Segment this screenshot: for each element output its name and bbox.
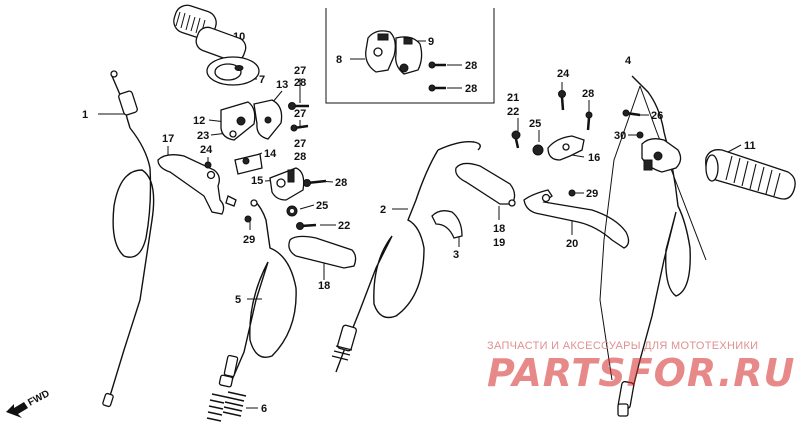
watermark-logo: PARTSFOR.RU bbox=[487, 351, 796, 395]
cap-29-right bbox=[568, 189, 576, 197]
callout-18a: 18 bbox=[318, 280, 330, 292]
callout-13: 13 bbox=[276, 79, 288, 91]
lever-17 bbox=[157, 154, 237, 215]
callout-20: 20 bbox=[566, 238, 578, 250]
callout-24a: 24 bbox=[200, 144, 213, 156]
callout-28b: 28 bbox=[294, 151, 306, 163]
throttle-grip-10 bbox=[173, 4, 247, 63]
spring-6 bbox=[206, 391, 247, 422]
callout-28d: 28 bbox=[465, 60, 477, 72]
grip-11 bbox=[705, 149, 796, 200]
cable-1 bbox=[102, 70, 155, 408]
callout-26: 26 bbox=[651, 110, 663, 122]
callout-1: 1 bbox=[82, 109, 88, 121]
screw-28-right bbox=[585, 111, 593, 131]
lever-cover-18-19 bbox=[455, 162, 516, 207]
callout-7: 7 bbox=[259, 74, 265, 86]
callout-8: 8 bbox=[336, 54, 342, 66]
cable-5 bbox=[218, 199, 297, 388]
screw-24-small bbox=[204, 161, 212, 169]
inset-frame bbox=[325, 8, 495, 104]
cap-29 bbox=[244, 215, 252, 223]
callout-17: 17 bbox=[162, 133, 174, 145]
callout-9: 9 bbox=[428, 36, 434, 48]
housing-8 bbox=[365, 30, 396, 73]
callout-27a: 27 bbox=[294, 65, 306, 77]
screws-27-28 bbox=[288, 102, 327, 187]
callout-labels: 10 7 13 27 28 27 1 12 23 24 17 14 27 28 … bbox=[82, 31, 756, 415]
callout-14: 14 bbox=[264, 148, 277, 160]
callout-12: 12 bbox=[193, 115, 205, 127]
screws-28-inset bbox=[428, 61, 446, 92]
callout-4: 4 bbox=[625, 55, 632, 67]
fwd-label: FWD bbox=[26, 388, 51, 408]
callout-5: 5 bbox=[235, 294, 241, 306]
callout-6: 6 bbox=[261, 403, 267, 415]
callout-15: 15 bbox=[251, 175, 263, 187]
watermark-caption: ЗАПЧАСТИ И АКСЕССУАРЫ ДЛЯ МОТОТЕХНИКИ bbox=[487, 340, 759, 352]
housing-9 bbox=[395, 36, 423, 75]
lever-20 bbox=[523, 189, 630, 249]
cable-4 bbox=[617, 75, 691, 417]
bracket-frame-4 bbox=[599, 85, 707, 381]
callout-28f: 28 bbox=[582, 88, 594, 100]
callout-28c: 28 bbox=[335, 177, 347, 189]
callout-24b: 24 bbox=[557, 68, 570, 80]
nut-25-right bbox=[532, 144, 544, 156]
screw-30 bbox=[636, 131, 644, 139]
nut-25-bolt-22 bbox=[286, 205, 317, 230]
fwd-arrow-icon bbox=[6, 402, 28, 418]
callout-25a: 25 bbox=[316, 200, 328, 212]
holder-16 bbox=[547, 135, 585, 161]
bolt-21-22 bbox=[511, 130, 521, 149]
callout-22a: 22 bbox=[338, 220, 350, 232]
switch-14 bbox=[234, 153, 263, 175]
callout-27b: 27 bbox=[294, 108, 306, 120]
throttle-pipe-7 bbox=[206, 56, 260, 86]
throttle-housing-12-13 bbox=[220, 99, 283, 141]
callout-18b: 18 bbox=[493, 223, 505, 235]
callout-16: 16 bbox=[588, 152, 600, 164]
callout-19: 19 bbox=[493, 237, 505, 249]
cable-2 bbox=[331, 140, 481, 373]
bracket-3 bbox=[431, 210, 463, 239]
lever-cover-18-left bbox=[288, 235, 357, 269]
callout-25b: 25 bbox=[529, 118, 541, 130]
callout-22b: 22 bbox=[507, 106, 519, 118]
callout-29b: 29 bbox=[586, 188, 598, 200]
callout-21: 21 bbox=[507, 92, 519, 104]
holder-15 bbox=[269, 167, 305, 201]
callout-27c: 27 bbox=[294, 138, 306, 150]
callout-11: 11 bbox=[744, 140, 756, 152]
callout-29a: 29 bbox=[243, 234, 255, 246]
callout-3: 3 bbox=[453, 249, 459, 261]
fwd-indicator: FWD bbox=[6, 388, 52, 418]
callout-2: 2 bbox=[380, 204, 386, 216]
callout-28e: 28 bbox=[465, 83, 477, 95]
switch-housing-right bbox=[641, 138, 682, 173]
screw-24-right bbox=[558, 90, 566, 111]
callout-23: 23 bbox=[197, 130, 209, 142]
screw-26 bbox=[622, 109, 641, 117]
